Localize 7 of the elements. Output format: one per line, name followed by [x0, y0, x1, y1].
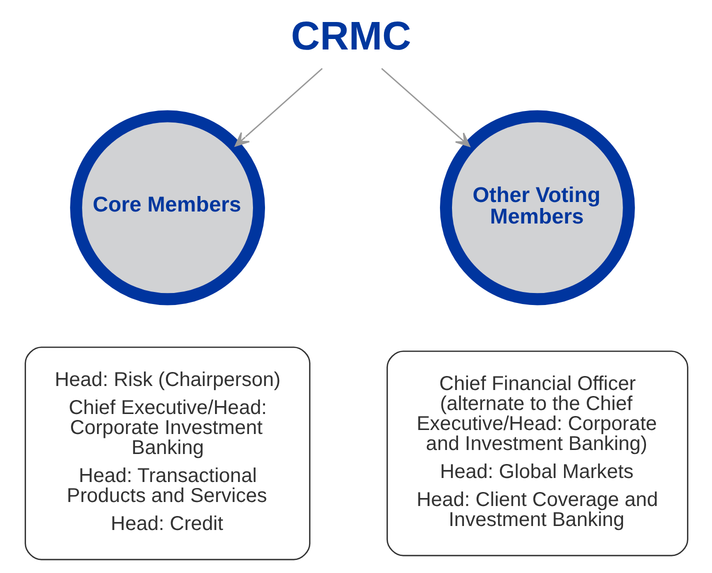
arrow: [380, 68, 470, 147]
node-circle: Core Members: [70, 110, 265, 306]
arrow: [234, 68, 322, 147]
node-circle: Other Voting Members: [439, 110, 634, 306]
node-text: CRMC: [290, 14, 411, 58]
node-box: Chief Financial Officer (alternate to the Chief Executive/Head: Corporate and Investment Banking) Head: Global Markets Head: Client Coverage and Investment Banking: [386, 350, 688, 556]
node-box: Head: Risk (Chairperson) Chief Executive/Head: Corporate Investment Banking Head: Transactional Products and Services Head: Credit: [24, 346, 310, 560]
